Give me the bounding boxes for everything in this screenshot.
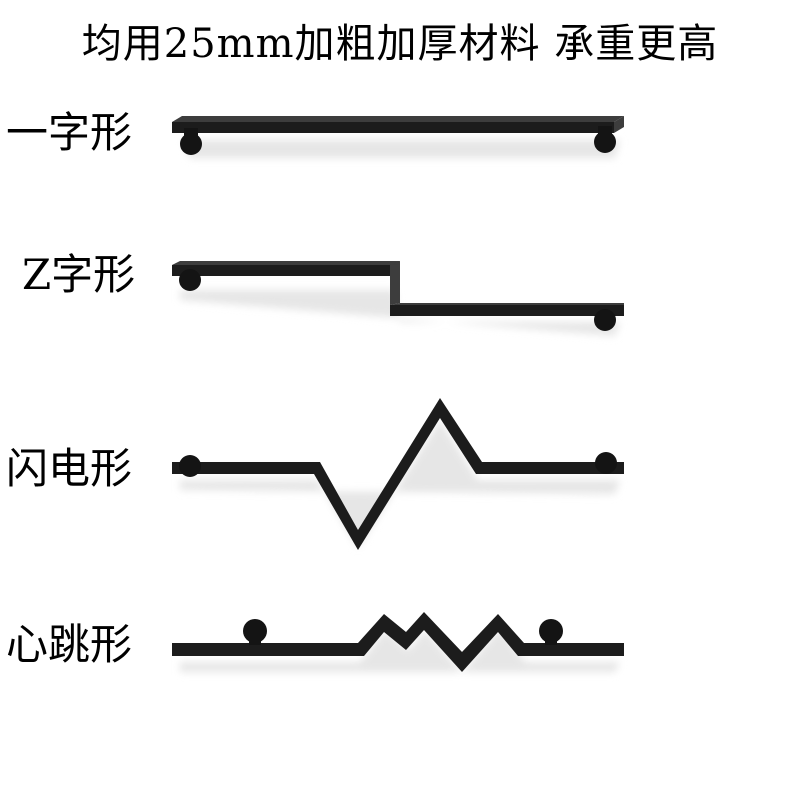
z-shelf-illustration bbox=[172, 261, 624, 336]
label-straight-shelf: 一字形 bbox=[6, 108, 133, 157]
heartbeat-shelf-illustration bbox=[172, 612, 624, 672]
bracket-right bbox=[594, 309, 616, 331]
label-lightning-shelf: 闪电形 bbox=[6, 444, 133, 493]
bracket-left-stem bbox=[184, 128, 198, 144]
bracket-right-stem bbox=[598, 126, 612, 142]
lightning-shelf-illustration bbox=[172, 398, 624, 550]
label-z-shelf: Z字形 bbox=[22, 250, 136, 299]
bracket-left-stem bbox=[249, 633, 261, 645]
bracket-left bbox=[179, 269, 201, 291]
bracket-right-stem bbox=[545, 633, 557, 645]
bracket-right bbox=[595, 452, 617, 474]
label-heartbeat-shelf: 心跳形 bbox=[6, 620, 133, 669]
straight-shelf-illustration bbox=[172, 116, 624, 158]
headline-text: 均用25mm加粗加厚材料 承重更高 bbox=[81, 21, 719, 67]
bracket-left bbox=[179, 455, 201, 477]
